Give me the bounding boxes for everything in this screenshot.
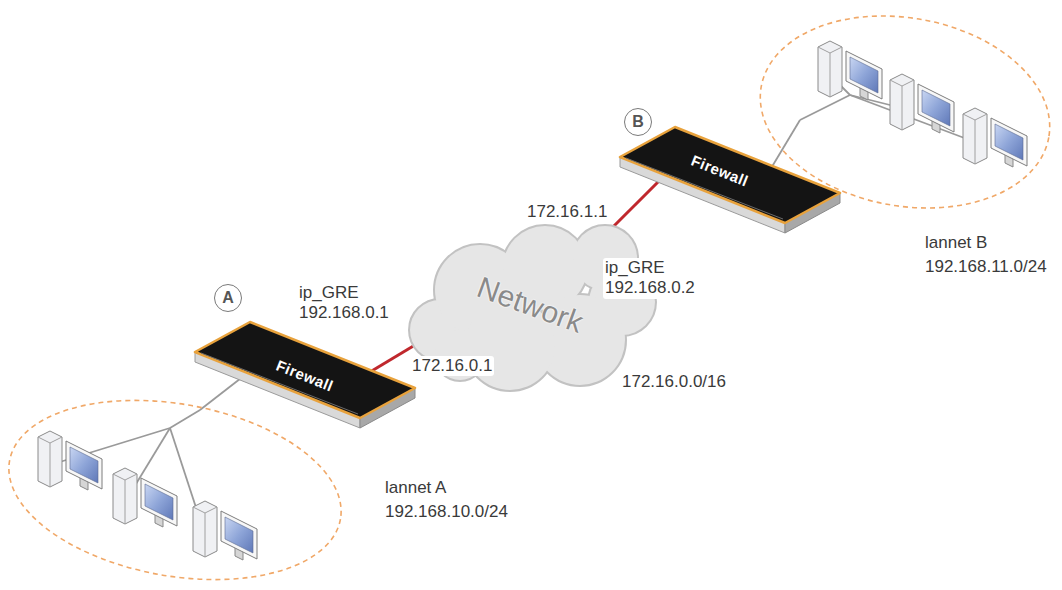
computer-tower (963, 108, 987, 164)
computer-tower-edge (830, 53, 831, 97)
monitor-screen (70, 447, 98, 483)
computer-tower-edge (113, 474, 137, 480)
computer-tower-edge (975, 120, 976, 164)
lan-caption: 192.168.11.0/24 (925, 257, 1047, 277)
computer-tower-edge (963, 114, 987, 120)
address-label: ip_GRE 192.168.0.1 (297, 283, 391, 324)
computer-tower (193, 501, 217, 557)
lan-boundary (745, 0, 1062, 230)
network-cloud: Network (440, 250, 620, 360)
monitor-frame (991, 118, 1027, 166)
callout-letter: B (632, 113, 644, 131)
computer-tower-edge (193, 507, 217, 513)
lan-outline (800, 20, 1030, 200)
computer-tower-edge (890, 80, 914, 86)
lan-group: lannet B192.168.11.0/24 (800, 20, 1030, 200)
computer-tower (818, 41, 842, 97)
lan-wire (800, 95, 850, 120)
monitor-frame (918, 84, 954, 132)
address-label: 172.16.1.1 (525, 202, 609, 222)
computer-tower-edge (50, 443, 51, 487)
monitor-screen (850, 57, 878, 93)
computer-tower-edge (902, 86, 903, 130)
computer-tower-edge (38, 437, 62, 443)
device-highlight (201, 353, 358, 414)
address-label: 172.16.0.0/16 (620, 372, 728, 392)
callout-letter: A (222, 289, 234, 307)
monitor-screen (145, 484, 173, 520)
letter-badge: A (214, 284, 242, 312)
monitor-screen (225, 517, 253, 553)
computer-tower (890, 74, 914, 130)
computer-tower-edge (125, 480, 126, 524)
monitor-screen (995, 124, 1023, 160)
device-top (195, 322, 415, 418)
monitor-frame (846, 51, 882, 99)
address-label: ip_GRE 192.168.0.2 (603, 258, 697, 299)
lan-caption: lannet A (385, 478, 446, 498)
monitor-screen (922, 90, 950, 126)
monitor-frame (141, 478, 177, 526)
lan-wire (170, 410, 200, 428)
computer-tower-edge (205, 513, 206, 557)
lan-boundary (0, 376, 355, 590)
computer-tower-edge (818, 47, 842, 53)
lan-caption: 192.168.10.0/24 (385, 502, 508, 522)
lan-outline (30, 410, 320, 575)
device-top (620, 127, 840, 223)
letter-badge: B (624, 108, 652, 136)
lan-link (200, 375, 245, 410)
monitor-frame (221, 511, 257, 559)
firewall-device: Firewall (245, 345, 365, 405)
computer-tower (113, 468, 137, 524)
computer-tower (38, 431, 62, 487)
firewall-device: Firewall (670, 140, 770, 200)
lan-caption: lannet B (925, 233, 987, 253)
lan-group: lannet A192.168.10.0/24 (30, 410, 320, 575)
monitor-frame (66, 441, 102, 489)
lan-link (770, 120, 800, 170)
address-label: 172.16.0.1 (410, 356, 494, 376)
